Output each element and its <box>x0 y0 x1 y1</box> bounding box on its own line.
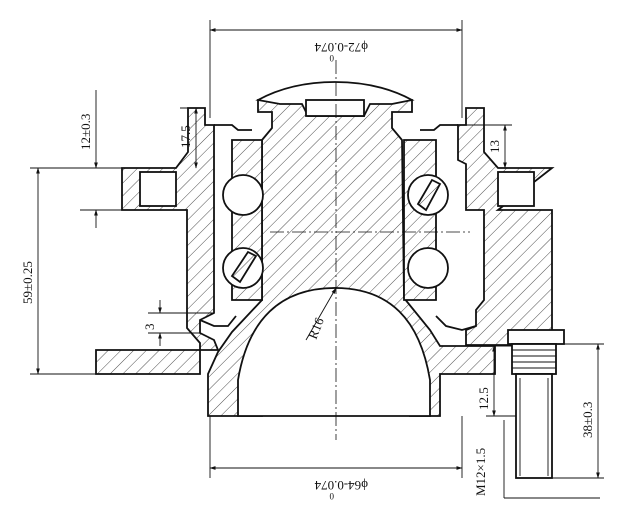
label-top-diameter: ϕ72-0.074 <box>314 40 368 55</box>
top-cap-groove <box>305 99 365 117</box>
label-bottom-diameter-sup: 0 <box>329 491 334 501</box>
label-stud-length: 38±0.3 <box>580 402 595 438</box>
flange-bolt-hole-left <box>139 171 177 207</box>
label-seal-left: 17.5 <box>178 125 193 148</box>
top-cap <box>255 81 415 117</box>
label-stud-shank: 12.5 <box>476 387 491 410</box>
outer-housing-left <box>95 107 220 375</box>
flange-bolt-hole-right <box>497 171 535 207</box>
label-seal-right: 13 <box>487 140 502 153</box>
seal-top-right <box>420 124 458 131</box>
label-top-diameter-sup: 0 <box>329 53 334 63</box>
seal-top-left <box>214 124 252 131</box>
cage-bar-lower-left <box>230 250 258 284</box>
label-bottom-diameter: ϕ64-0.074 <box>314 478 368 493</box>
label-thread: M12×1.5 <box>473 448 488 496</box>
dim-line-radius <box>305 287 337 341</box>
bearing-ball-lower-right <box>407 247 449 289</box>
bearing-ball-upper-left <box>222 174 264 216</box>
label-gap: 3 <box>142 324 157 331</box>
label-flange-thickness: 12±0.3 <box>78 114 93 150</box>
label-overall-height: 59±0.25 <box>20 261 35 304</box>
seal-bottom-right <box>435 315 477 331</box>
wheel-stud <box>507 329 565 479</box>
cage-bar-upper-right <box>416 178 442 212</box>
seal-bottom-left <box>199 315 237 327</box>
